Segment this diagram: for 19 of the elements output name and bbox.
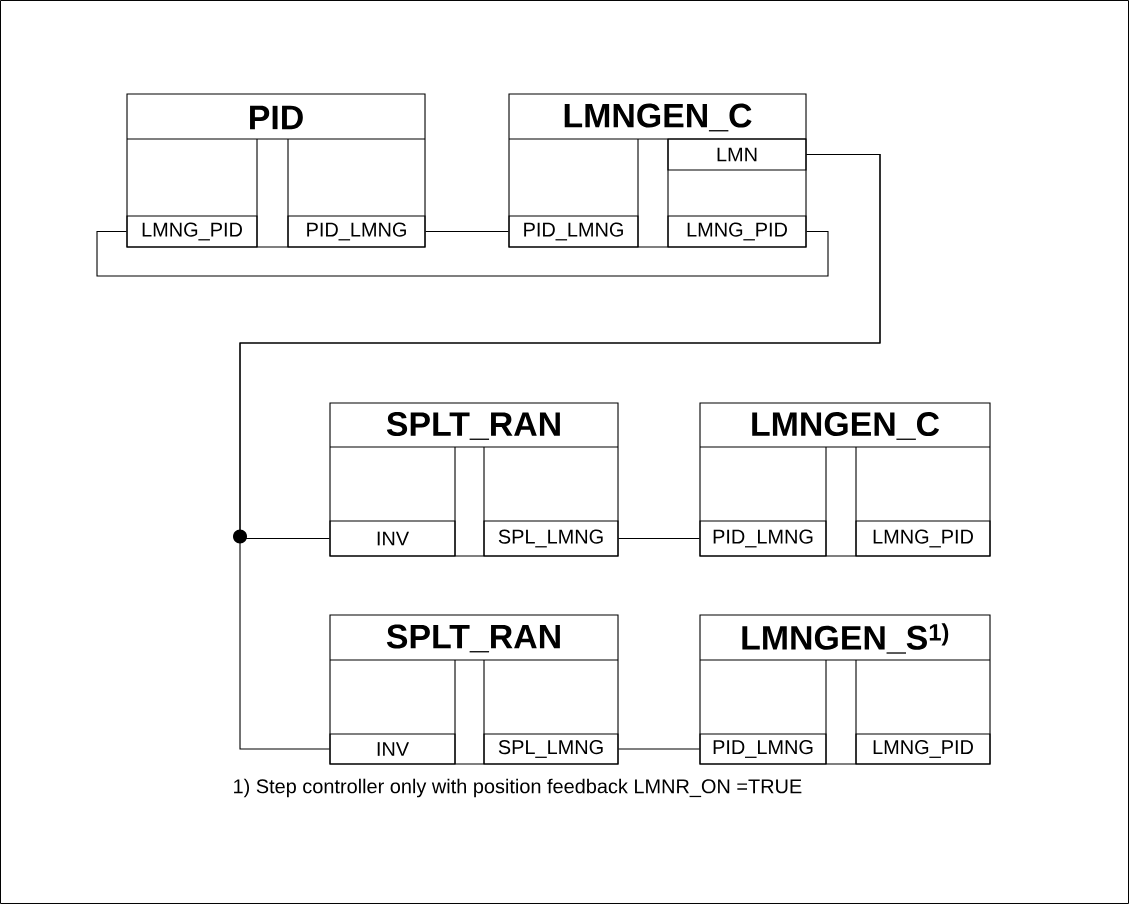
port-cell: PID_LMNG xyxy=(699,733,827,765)
port-cell: SPL_LMNG xyxy=(483,733,619,765)
port-cell: PID_LMNG xyxy=(508,215,639,248)
port-cell: LMNG_PID xyxy=(855,733,991,765)
port-cell: SPL_LMNG xyxy=(483,520,619,557)
connector-line xyxy=(618,748,700,750)
port-cell: LMNG_PID xyxy=(667,215,807,248)
port-cell: LMN xyxy=(667,138,807,171)
port-cell: INV xyxy=(329,520,456,557)
connector-line xyxy=(618,537,700,540)
port-cell: INV xyxy=(329,733,456,765)
connector-line xyxy=(425,230,509,233)
port-cell: LMNG_PID xyxy=(126,215,258,248)
connector-line xyxy=(239,153,881,750)
footnote: 1) Step controller only with position feedback LMNR_ON =TRUE xyxy=(234,778,802,798)
connector-line xyxy=(96,230,829,277)
port-cell: PID_LMNG xyxy=(287,215,426,248)
port-cell: PID_LMNG xyxy=(699,520,827,557)
port-cell: LMNG_PID xyxy=(855,520,991,557)
